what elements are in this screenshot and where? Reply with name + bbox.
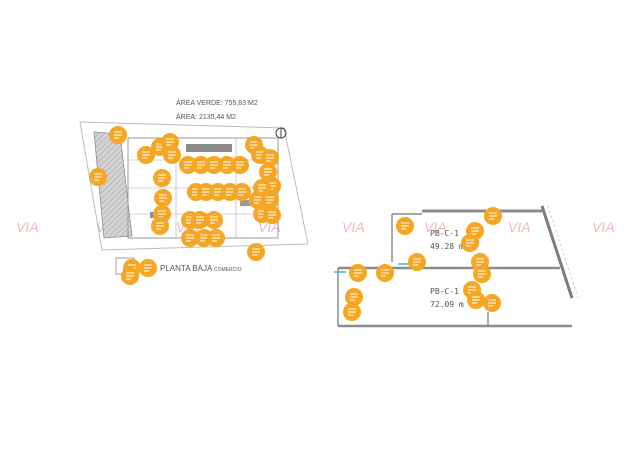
comment-marker-icon[interactable]	[137, 146, 155, 164]
room1-area: 49.28 m	[430, 242, 464, 251]
area-label: ÁREA: 2135,44 M2	[176, 112, 236, 121]
comment-marker-icon[interactable]	[192, 156, 210, 174]
comment-marker-icon[interactable]	[349, 264, 367, 282]
watermark-6: VIA	[424, 219, 447, 235]
right-slanted-wall	[540, 205, 574, 299]
comment-marker-icon[interactable]	[263, 206, 281, 224]
plan-subtitle: COMERCIO	[214, 267, 242, 273]
area-verde-label: ÁREA VERDE: 755,83 M2	[176, 98, 258, 107]
comment-marker-layer[interactable]	[89, 126, 502, 321]
comment-marker-icon[interactable]	[231, 156, 249, 174]
comment-marker-icon[interactable]	[473, 265, 491, 283]
comment-marker-icon[interactable]	[139, 259, 157, 277]
comment-marker-icon[interactable]	[484, 207, 502, 225]
comment-marker-icon[interactable]	[396, 217, 414, 235]
comment-marker-icon[interactable]	[179, 156, 197, 174]
comment-marker-icon[interactable]	[261, 149, 279, 167]
dark-block-1	[186, 144, 232, 152]
comment-marker-icon[interactable]	[89, 168, 107, 186]
comment-marker-icon[interactable]	[151, 217, 169, 235]
watermark-5: VIA	[342, 219, 365, 235]
room2-code: PB-C-1	[430, 287, 459, 296]
watermark-7: VIA	[508, 219, 531, 235]
comment-marker-icon[interactable]	[207, 229, 225, 247]
comment-marker-icon[interactable]	[461, 234, 479, 252]
room2-area: 72.09 m	[430, 300, 464, 309]
site-boundary	[79, 121, 309, 251]
watermark-8: VIA	[592, 219, 615, 235]
comment-marker-icon[interactable]	[191, 211, 209, 229]
comment-marker-icon[interactable]	[247, 243, 265, 261]
comment-marker-icon[interactable]	[345, 288, 363, 306]
comment-marker-icon[interactable]	[153, 169, 171, 187]
plan-title: PLANTA BAJA	[160, 264, 213, 273]
right-dotted-edge	[547, 205, 579, 299]
right-floor-plan: PB-C-1 49.28 m PB-C-1 72.09 m	[334, 205, 579, 328]
comment-marker-icon[interactable]	[259, 163, 277, 181]
comment-marker-icon[interactable]	[233, 183, 251, 201]
comment-marker-icon[interactable]	[163, 146, 181, 164]
comment-marker-icon[interactable]	[154, 189, 172, 207]
comment-marker-icon[interactable]	[218, 156, 236, 174]
comment-marker-icon[interactable]	[343, 303, 361, 321]
comment-marker-icon[interactable]	[408, 253, 426, 271]
watermark-1: VIA	[16, 219, 39, 235]
comment-marker-icon[interactable]	[467, 291, 485, 309]
room1-code: PB-C-1	[430, 229, 459, 238]
comment-marker-icon[interactable]	[181, 229, 199, 247]
comment-marker-icon[interactable]	[109, 126, 127, 144]
comment-marker-icon[interactable]	[205, 156, 223, 174]
comment-marker-icon[interactable]	[483, 294, 501, 312]
watermark-layer: VIA VIA VIA VIA VIA VIA VIA VIA	[16, 219, 615, 235]
comment-marker-icon[interactable]	[205, 211, 223, 229]
comment-marker-icon[interactable]	[121, 267, 139, 285]
comment-marker-icon[interactable]	[376, 264, 394, 282]
north-arrow-icon	[275, 127, 287, 139]
comment-marker-icon[interactable]	[261, 191, 279, 209]
